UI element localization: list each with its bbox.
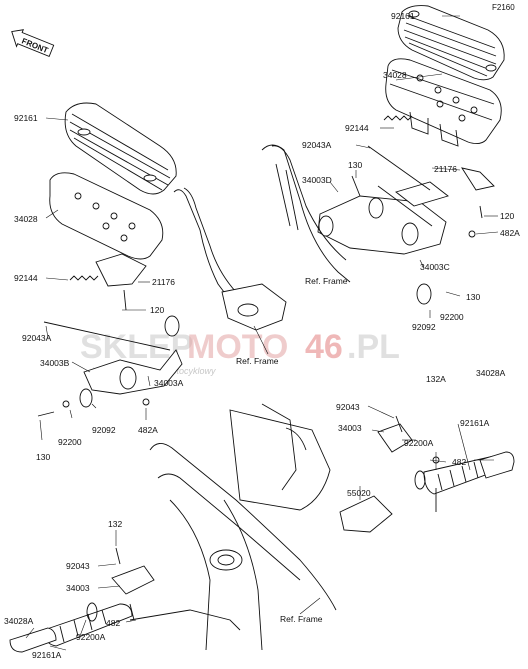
right-footpeg bbox=[339, 415, 515, 533]
left-bracket bbox=[95, 253, 147, 311]
watermark-brand-c: 46 bbox=[305, 328, 343, 366]
part-label: 34003C bbox=[420, 262, 450, 272]
part-label: 34003B bbox=[40, 358, 70, 368]
part-label: 92200 bbox=[58, 437, 82, 447]
part-label: 132A bbox=[426, 374, 446, 384]
part-label: 482A bbox=[500, 228, 520, 238]
part-label: 92161A bbox=[460, 418, 490, 428]
left-footpeg bbox=[9, 547, 155, 653]
part-label: 92200A bbox=[404, 438, 434, 448]
part-label: 34003 bbox=[338, 423, 362, 433]
part-label: Ref. Frame bbox=[280, 614, 323, 624]
leader-lines bbox=[25, 15, 499, 651]
watermark-brand-b: MOTO bbox=[187, 328, 288, 366]
part-label: 92161 bbox=[14, 113, 38, 123]
figure-code-text: F2160 bbox=[492, 3, 515, 12]
upper-frame-ref bbox=[261, 144, 351, 283]
part-label: 34028 bbox=[14, 214, 38, 224]
part-label: Ref. Frame bbox=[236, 356, 279, 366]
part-label: 92092 bbox=[412, 322, 436, 332]
part-label: 482A bbox=[138, 425, 158, 435]
part-label: 130 bbox=[466, 292, 480, 302]
part-label: 92043 bbox=[336, 402, 360, 412]
part-label: 120 bbox=[150, 305, 164, 315]
part-label: 132 bbox=[108, 519, 122, 529]
figure-code: F2160 bbox=[492, 3, 515, 12]
right-bracket-assembly bbox=[317, 167, 495, 305]
left-floorboard-pad bbox=[64, 102, 177, 195]
part-label: 34028A bbox=[4, 616, 34, 626]
left-floorboard bbox=[49, 172, 164, 260]
right-floorboard bbox=[385, 58, 502, 147]
part-label: 34028 bbox=[383, 70, 407, 80]
part-label: 34028A bbox=[476, 368, 506, 378]
part-label: 34003A bbox=[154, 378, 184, 388]
part-label: 21176 bbox=[434, 164, 457, 174]
lower-frame-ref bbox=[129, 403, 337, 651]
part-label: Ref. Frame bbox=[305, 276, 348, 286]
part-label: 92043A bbox=[22, 333, 52, 343]
left-bracket-assembly bbox=[37, 315, 183, 417]
part-label: 92144 bbox=[14, 273, 38, 283]
part-label: 130 bbox=[36, 452, 50, 462]
part-label: 482 bbox=[452, 457, 466, 467]
right-floorboard-pad bbox=[397, 5, 505, 81]
part-label: 92200A bbox=[76, 632, 106, 642]
part-label: 120 bbox=[500, 211, 514, 221]
part-label: 34003 bbox=[66, 583, 90, 593]
part-label: 92200 bbox=[440, 312, 464, 322]
part-label: 92043 bbox=[66, 561, 90, 571]
part-label: 130 bbox=[348, 160, 362, 170]
part-labels: 92161 34028 92144 92043A 130 34003D 2117… bbox=[4, 11, 520, 660]
part-label: 21176 bbox=[152, 277, 175, 287]
part-label: 482 bbox=[106, 618, 120, 628]
part-label: 92092 bbox=[92, 425, 116, 435]
watermark-brand-d: .PL bbox=[347, 328, 400, 366]
part-label: 34003D bbox=[302, 175, 332, 185]
right-bolts bbox=[351, 145, 483, 238]
left-spring bbox=[69, 275, 99, 281]
right-spring bbox=[383, 115, 413, 121]
front-arrow-icon: FRONT bbox=[11, 29, 55, 57]
part-label: 55020 bbox=[347, 488, 371, 498]
part-label: 92043A bbox=[302, 140, 332, 150]
center-frame-ref bbox=[173, 187, 287, 331]
part-label: 92161 bbox=[391, 11, 415, 21]
part-label: 92144 bbox=[345, 123, 369, 133]
part-label: 92161A bbox=[32, 650, 62, 660]
